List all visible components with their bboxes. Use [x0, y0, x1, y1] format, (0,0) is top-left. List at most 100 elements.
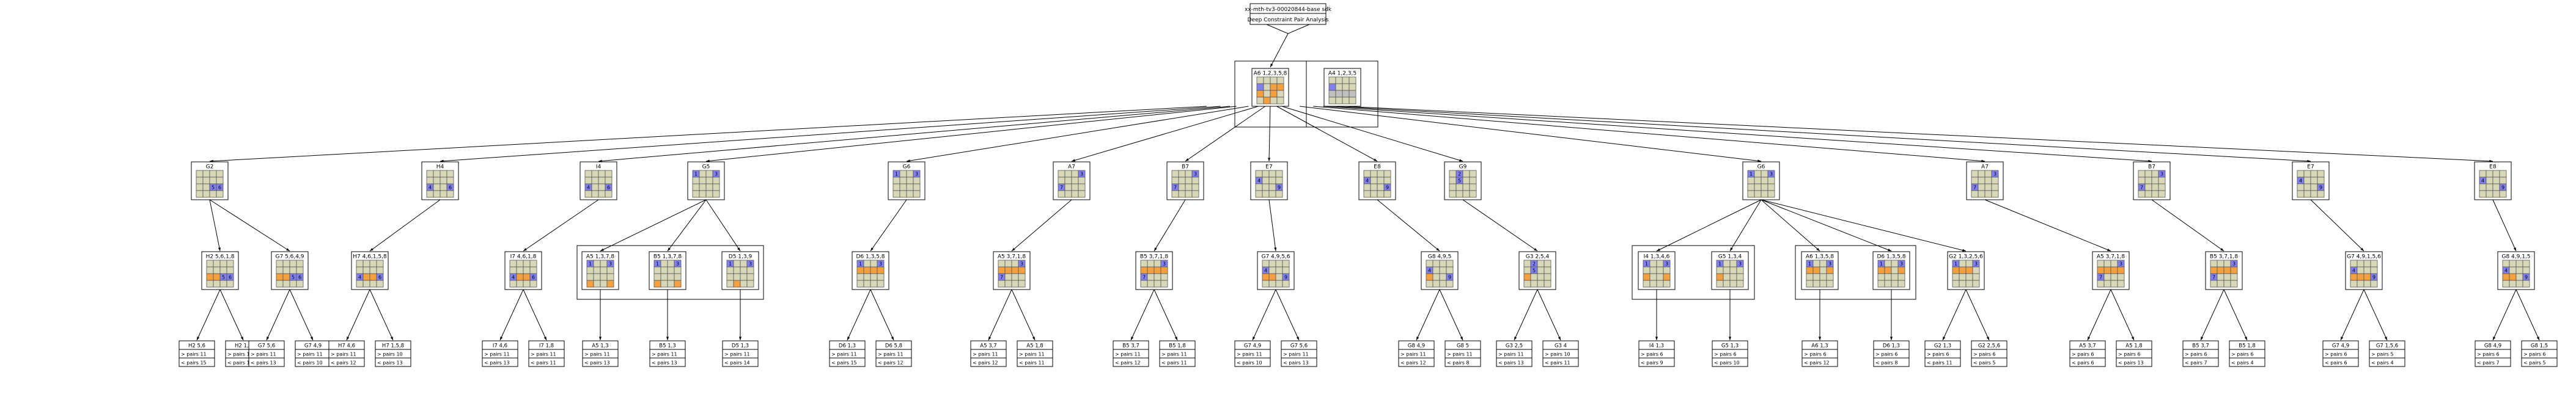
- edge-arrowhead: [267, 337, 270, 340]
- leaf-edge: [2515, 289, 2540, 341]
- leaf-id: D6 1,3: [839, 343, 856, 349]
- leaf-box: A5 1,3> pairs 11< pairs 13: [582, 340, 619, 367]
- board-label: G2: [206, 164, 214, 170]
- board-cell-digit: 3: [1828, 261, 1831, 267]
- board-cell-digit: 4: [1428, 268, 1431, 274]
- board-cell: [1462, 183, 1470, 191]
- board-cell: [1262, 260, 1270, 268]
- board-cell: [2230, 273, 2238, 281]
- leaf-gt-count: > pairs 6: [1927, 352, 1949, 357]
- branch-edge: [1300, 106, 1762, 162]
- leaf-frame: [2369, 340, 2405, 367]
- board-cell: [1256, 83, 1264, 91]
- board-cell: [2502, 260, 2510, 268]
- board-cell-digit: 3: [2160, 172, 2163, 177]
- board-cell: [356, 280, 364, 288]
- leaf-edge: [2200, 289, 2225, 341]
- child-edge: [1761, 199, 1892, 252]
- board-cell-digit: 4: [587, 185, 590, 191]
- board-cell-digit: 4: [2481, 178, 2484, 184]
- board-cell: [2357, 273, 2364, 281]
- edge-arrowhead: [2493, 337, 2496, 340]
- leaf-gt-count: > pairs 6: [2325, 352, 2347, 357]
- board-cell: [1004, 260, 1012, 268]
- board-cell: [1439, 260, 1447, 268]
- edge-arrowhead: [988, 337, 992, 340]
- board-cell: [446, 177, 454, 184]
- board-cell: [1335, 76, 1343, 84]
- board-cell: [2144, 170, 2152, 178]
- board-cell: [296, 260, 304, 268]
- edge-arrowhead: [737, 247, 740, 251]
- leaf-id: G3 2,5: [1506, 343, 1523, 349]
- board-cell-digit: 9: [1278, 185, 1281, 191]
- board-cell: [1877, 266, 1885, 274]
- board-cell: [1649, 260, 1657, 268]
- board-cell: [1185, 177, 1193, 184]
- board-cell-digit: 4: [512, 275, 515, 280]
- board-cell: [1971, 190, 1979, 198]
- title-pointer: [1266, 24, 1310, 34]
- leaf-id: B5 3,7: [1122, 343, 1139, 349]
- board-cell: [440, 177, 447, 184]
- root-board: A6 1,2,3,5,8: [1251, 68, 1289, 107]
- edge-arrowhead: [1154, 247, 1157, 251]
- board-cell: [1370, 190, 1378, 198]
- board-cell: [1349, 83, 1356, 91]
- board-cell: [1978, 177, 1985, 184]
- board-cell: [369, 273, 377, 281]
- leaf-frame: [829, 340, 866, 367]
- board-cell: [746, 266, 754, 274]
- board-cell: [523, 260, 531, 268]
- board-cell: [1064, 170, 1072, 178]
- board-cell: [1729, 266, 1737, 274]
- board-cell: [2110, 273, 2118, 281]
- board-cell: [362, 260, 370, 268]
- board-cell: [196, 177, 204, 184]
- leaf-lt-count: < pairs 13: [584, 360, 610, 366]
- board-cell: [1959, 260, 1967, 268]
- board-cell: [1812, 280, 1820, 288]
- board-cell: [906, 170, 914, 178]
- board-cell-digit: 6: [298, 275, 301, 280]
- board-cell: [2097, 260, 2105, 268]
- board-cell: [600, 266, 608, 274]
- leaf-id: A5 1,8: [1026, 343, 1043, 349]
- board-cell: [1723, 273, 1731, 281]
- edge-arrowhead: [2220, 248, 2224, 251]
- board-cell: [426, 190, 434, 198]
- leaf-edge: [2492, 289, 2517, 341]
- leaf-edge: [2363, 289, 2388, 341]
- board-cell-digit: 4: [429, 185, 432, 191]
- edge-arrowhead: [2360, 247, 2364, 251]
- leaf-box: D5 1,3> pairs 11< pairs 14: [722, 340, 759, 367]
- edge-arrowhead: [1890, 337, 1893, 340]
- board-cell: [440, 170, 447, 178]
- board-cell-digit: 7: [2099, 275, 2102, 280]
- board-cell: [660, 266, 668, 274]
- board-cell: [1991, 183, 1999, 191]
- edge-arrowhead: [1072, 159, 1075, 162]
- board-cell: [1147, 280, 1155, 288]
- edge-arrowhead: [2088, 337, 2091, 340]
- leaf-frame: [2322, 340, 2359, 367]
- board-cell-digit: 6: [449, 185, 452, 191]
- board-cell: [1160, 280, 1168, 288]
- board-cell: [899, 190, 907, 198]
- board-cell: [2158, 190, 2166, 198]
- board-cell: [1952, 273, 1960, 281]
- leaf-box: B5 1,8> pairs 11< pairs 11: [1159, 340, 1196, 367]
- edge-arrowhead: [523, 248, 527, 251]
- board-cell-digit: 3: [2232, 261, 2236, 267]
- board-cell: [1268, 280, 1276, 288]
- leaf-edge: [1514, 289, 1538, 341]
- board-cell: [1537, 273, 1545, 281]
- leaf-edge: [1275, 289, 1300, 341]
- leaf-gt-count: > pairs 6: [2523, 352, 2546, 357]
- board-label: G8 4,9,5: [1428, 254, 1451, 260]
- board-cell: [1275, 177, 1283, 184]
- leaf-gt-count: > pairs 6: [2118, 352, 2141, 357]
